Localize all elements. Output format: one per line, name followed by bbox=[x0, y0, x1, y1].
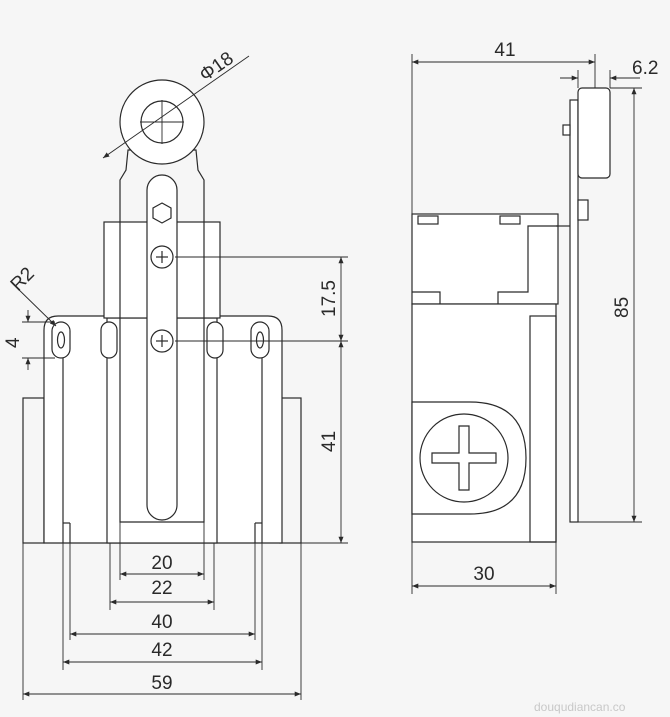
slot-inner-right bbox=[206, 321, 224, 359]
dim-height: 41 bbox=[319, 431, 340, 452]
slot-inner-left bbox=[100, 321, 118, 359]
head-cap bbox=[411, 213, 559, 305]
dim-roller-width: 6.2 bbox=[632, 58, 658, 79]
dim-roller-dia: Φ18 bbox=[196, 48, 238, 86]
left-boss bbox=[22, 397, 45, 544]
dim-line-roller bbox=[102, 55, 250, 159]
side-roller bbox=[577, 87, 611, 179]
dim-body-width: 30 bbox=[473, 564, 494, 585]
side-view: 41 6.2 85 30 bbox=[411, 40, 658, 594]
dim-w22: 22 bbox=[151, 578, 172, 599]
dim-w40: 40 bbox=[151, 612, 172, 633]
cross-slot-icon bbox=[431, 425, 497, 491]
front-view: Φ18 R2 4 17.5 41 20 22 bbox=[3, 48, 348, 700]
dim-w42: 42 bbox=[151, 640, 172, 661]
dim-total-height: 85 bbox=[612, 297, 633, 318]
side-lever bbox=[569, 99, 579, 523]
mount-slot-left bbox=[51, 321, 71, 359]
roller-lever-arm bbox=[119, 149, 205, 523]
cover-screw-icon bbox=[419, 413, 509, 503]
watermark: douqudiancan.co bbox=[534, 700, 626, 714]
hex-screw-icon bbox=[152, 202, 172, 224]
dim-radius: R2 bbox=[7, 264, 39, 296]
dim-top-width: 41 bbox=[494, 40, 515, 61]
mount-slot-right bbox=[250, 321, 270, 359]
dim-w20: 20 bbox=[151, 553, 172, 574]
dim-screw-offset: 17.5 bbox=[319, 280, 340, 317]
right-boss bbox=[279, 397, 302, 544]
dim-slot-height: 4 bbox=[3, 337, 24, 348]
dim-w59: 59 bbox=[151, 673, 172, 694]
